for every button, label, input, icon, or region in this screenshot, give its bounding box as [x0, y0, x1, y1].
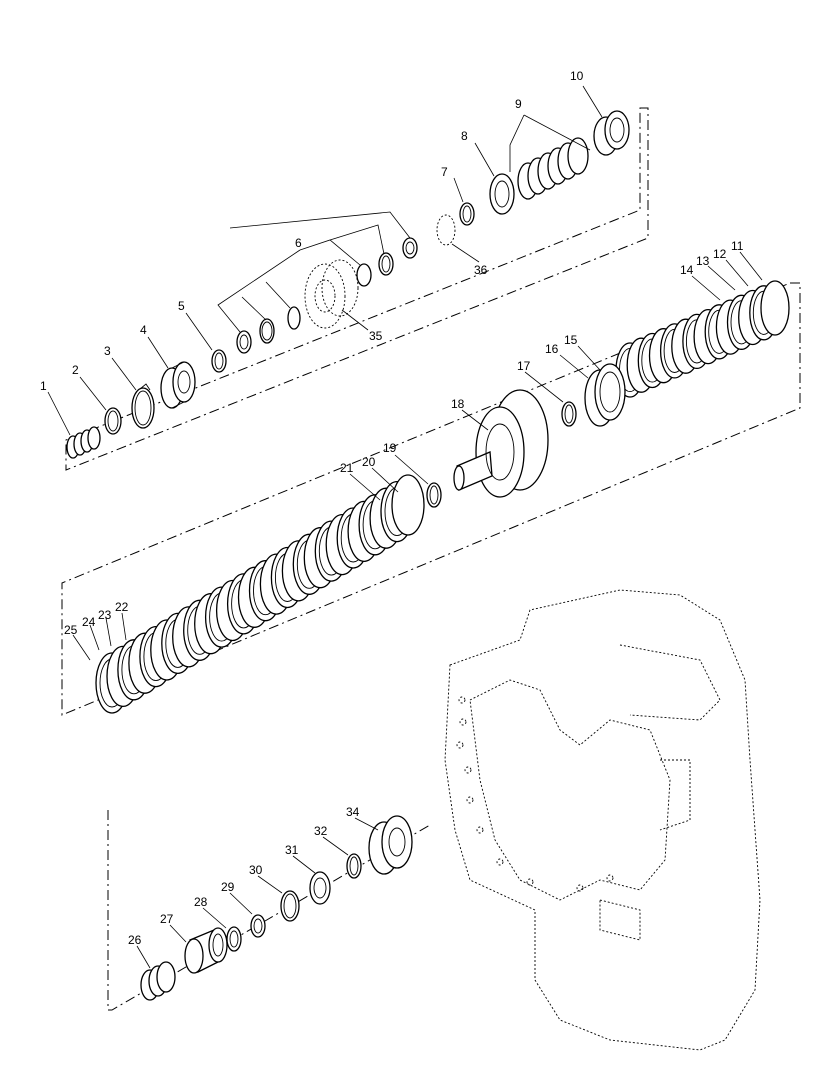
callout-27: 27	[160, 912, 174, 926]
callout-10: 10	[570, 69, 584, 83]
part-2-snap-ring	[104, 407, 122, 435]
callout-14: 14	[680, 263, 694, 277]
callout-18: 18	[451, 397, 465, 411]
callout-1: 1	[40, 379, 47, 393]
part-3-retaining-ring	[131, 383, 155, 429]
part-30-snap-ring	[280, 890, 300, 922]
callout-12: 12	[713, 247, 727, 261]
callout-19: 19	[383, 441, 397, 455]
section-boundary-upper	[65, 107, 649, 471]
part-9-spring-stack	[517, 137, 589, 200]
callout-9: 9	[515, 97, 522, 111]
part-6-washer-c	[356, 263, 372, 287]
part-6-washer-d	[378, 252, 394, 276]
callout-24: 24	[82, 615, 96, 629]
callout-34: 34	[346, 805, 360, 819]
part-5-ring	[211, 349, 227, 373]
part-6-needle-bearing-right	[402, 237, 418, 259]
part-20-21-22-23-24-25-clutch-pack-lower	[95, 474, 425, 714]
part-28-ring	[226, 926, 242, 952]
clutch-plate	[760, 280, 790, 336]
part-17-ring	[561, 401, 577, 427]
callout-29: 29	[221, 880, 235, 894]
callout-13: 13	[696, 254, 710, 268]
part-6-needle-bearing-left	[236, 330, 252, 354]
part-6-washer-a	[259, 318, 275, 344]
callout-21: 21	[340, 461, 354, 475]
part-10-bushing	[593, 110, 630, 156]
part-6-washer-b	[287, 306, 301, 330]
part-26-spring	[140, 961, 176, 1001]
callout-30: 30	[249, 863, 263, 877]
callout-20: 20	[362, 455, 376, 469]
callout-2: 2	[72, 363, 79, 377]
part-19-ring	[426, 482, 442, 508]
callout-15: 15	[564, 333, 578, 347]
part-36-ring-hidden	[436, 214, 456, 246]
callout-labels: 1 2 3 4 5 6 7 8 9 10 11 12 13 14 15 16 1…	[40, 69, 744, 947]
callout-8: 8	[461, 129, 468, 143]
part-11-12-13-14-clutch-pack-upper	[615, 280, 790, 398]
section-boundary-lower	[107, 810, 431, 1011]
callout-5: 5	[178, 299, 185, 313]
callout-25: 25	[64, 623, 78, 637]
leader-lines	[47, 85, 763, 969]
callout-4: 4	[140, 323, 147, 337]
callout-32: 32	[314, 824, 328, 838]
callout-28: 28	[194, 895, 208, 909]
callout-35: 35	[369, 329, 383, 343]
part-4-bearing	[160, 361, 196, 409]
callout-3: 3	[104, 344, 111, 358]
section-boundary-middle	[61, 282, 801, 716]
part-18-hub-shaft	[453, 389, 549, 498]
part-32-ring	[346, 853, 362, 879]
callout-22: 22	[115, 600, 129, 614]
callout-6: 6	[295, 236, 302, 250]
part-35-gear-hidden	[304, 259, 359, 329]
part-34-gear	[368, 815, 413, 875]
part-8-seal	[489, 173, 515, 215]
part-1-spring-stack	[66, 426, 101, 459]
callout-7: 7	[441, 165, 448, 179]
part-29-needle-bearing	[250, 914, 266, 938]
part-27-sleeve	[184, 927, 228, 974]
callout-11: 11	[731, 239, 744, 253]
callout-36: 36	[474, 263, 488, 277]
part-15-16-piston	[584, 363, 626, 427]
callout-31: 31	[285, 843, 299, 857]
callout-16: 16	[545, 342, 559, 356]
callout-23: 23	[98, 608, 112, 622]
clutch-plate	[391, 474, 425, 536]
part-7-ring	[459, 202, 475, 226]
transmission-housing-hidden	[444, 589, 761, 1051]
part-31-washer	[309, 871, 331, 905]
callout-17: 17	[517, 359, 531, 373]
callout-26: 26	[128, 933, 142, 947]
